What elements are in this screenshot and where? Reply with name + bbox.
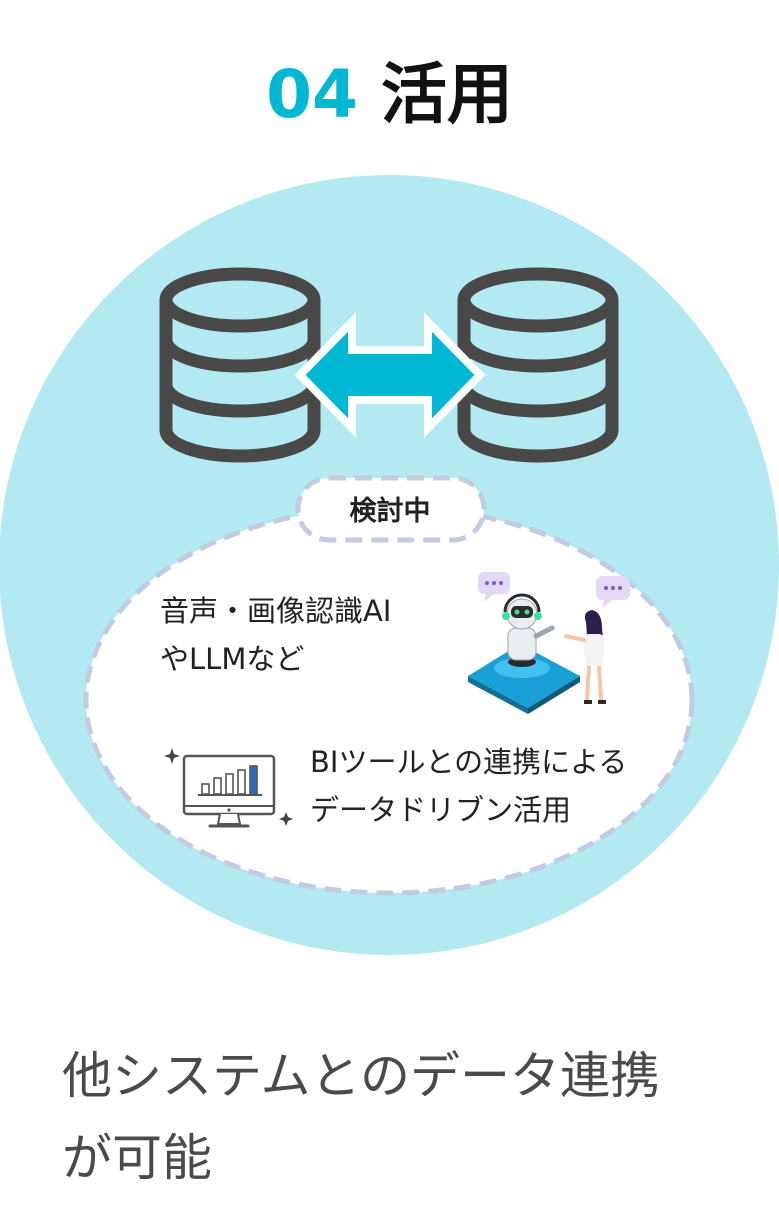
caption-line2: が可能 [62,1129,212,1187]
bar-chart-monitor-icon [164,748,293,828]
caption: 他システムとのデータ連携 が可能 [62,1035,762,1199]
section-title: 04 活用 [0,55,779,135]
database-left-icon [159,267,321,463]
item-ai-text: 音声・画像認識AI やLLMなど [160,587,391,683]
item-bi-line2: データドリブン活用 [310,793,572,827]
ai-robot-illustration [468,572,630,714]
item-bi-line1: BIツールとの連携による [310,745,628,779]
section-number: 04 [266,56,358,133]
item-ai-line2: やLLMなど [160,642,305,676]
double-arrow-icon [294,312,486,438]
item-bi-text: BIツールとの連携による データドリブン活用 [310,738,627,834]
caption-line1: 他システムとのデータ連携 [62,1047,660,1105]
database-right-icon [457,267,619,463]
section-heading: 活用 [380,56,513,133]
status-badge-pill [295,475,487,543]
status-badge: 検討中 [349,496,431,527]
item-ai-line1: 音声・画像認識AI [160,594,392,628]
